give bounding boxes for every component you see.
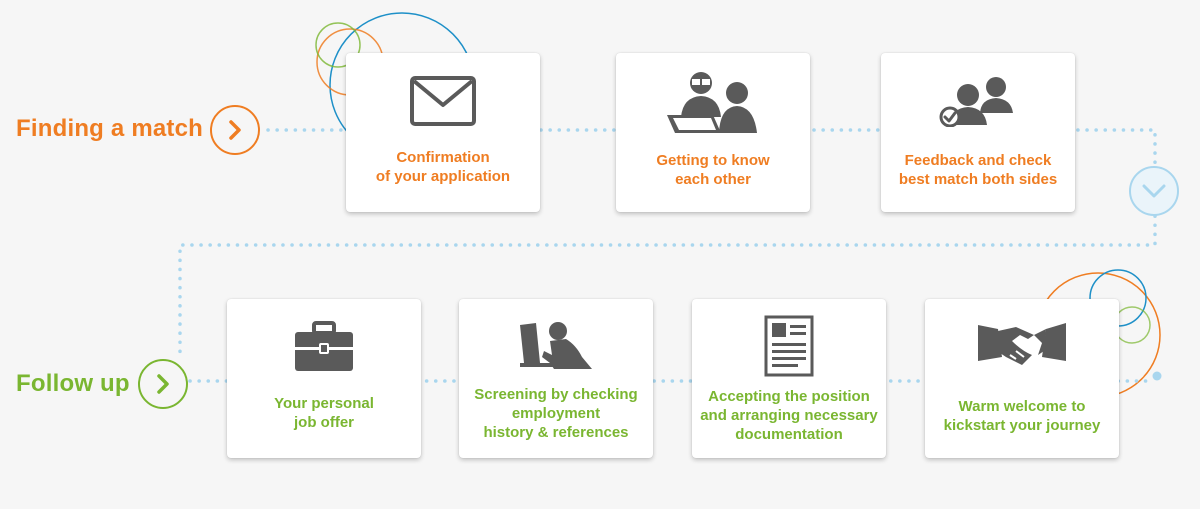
envelope-icon (346, 75, 540, 127)
chevron-right-icon (157, 374, 169, 394)
step-card-accepting-position[interactable]: Accepting the position and arranging nec… (692, 299, 886, 458)
step-label: Accepting the position and arranging nec… (700, 388, 878, 443)
step-label: Feedback and check best match both sides (898, 152, 1058, 188)
chevron-down-icon (1142, 184, 1166, 198)
handshake-icon (925, 321, 1119, 371)
chevron-right-icon (229, 120, 241, 140)
document-icon (692, 315, 886, 377)
stage-arrow-button-finding-match[interactable] (210, 105, 260, 155)
step-label: Getting to know each other (656, 152, 770, 188)
step-card-getting-to-know[interactable]: Getting to know each other (616, 53, 810, 212)
step-card-feedback[interactable]: Feedback and check best match both sides (881, 53, 1075, 212)
people-check-icon (881, 75, 1075, 127)
step-card-warm-welcome[interactable]: Warm welcome to kickstart your journey (925, 299, 1119, 458)
step-card-confirmation[interactable]: Confirmation of your application (346, 53, 540, 212)
briefcase-icon (227, 321, 421, 373)
step-label: Warm welcome to kickstart your journey (943, 398, 1101, 434)
stage-title-finding-match: Finding a match (16, 115, 204, 142)
step-label: Screening by checking employment history… (474, 386, 638, 441)
interview-icon (616, 69, 810, 135)
stage-arrow-button-follow-up[interactable] (138, 359, 188, 409)
step-label: Confirmation of your application (375, 149, 511, 185)
step-card-job-offer[interactable]: Your personal job offer (227, 299, 421, 458)
step-card-screening[interactable]: Screening by checking employment history… (459, 299, 653, 458)
stage-title-follow-up: Follow up (16, 370, 130, 397)
chevron-down-button[interactable] (1129, 166, 1179, 216)
dotted-path (178, 128, 1157, 383)
person-laptop-icon (459, 319, 653, 373)
path-end-dot (1152, 371, 1162, 381)
step-label: Your personal job offer (274, 395, 374, 431)
